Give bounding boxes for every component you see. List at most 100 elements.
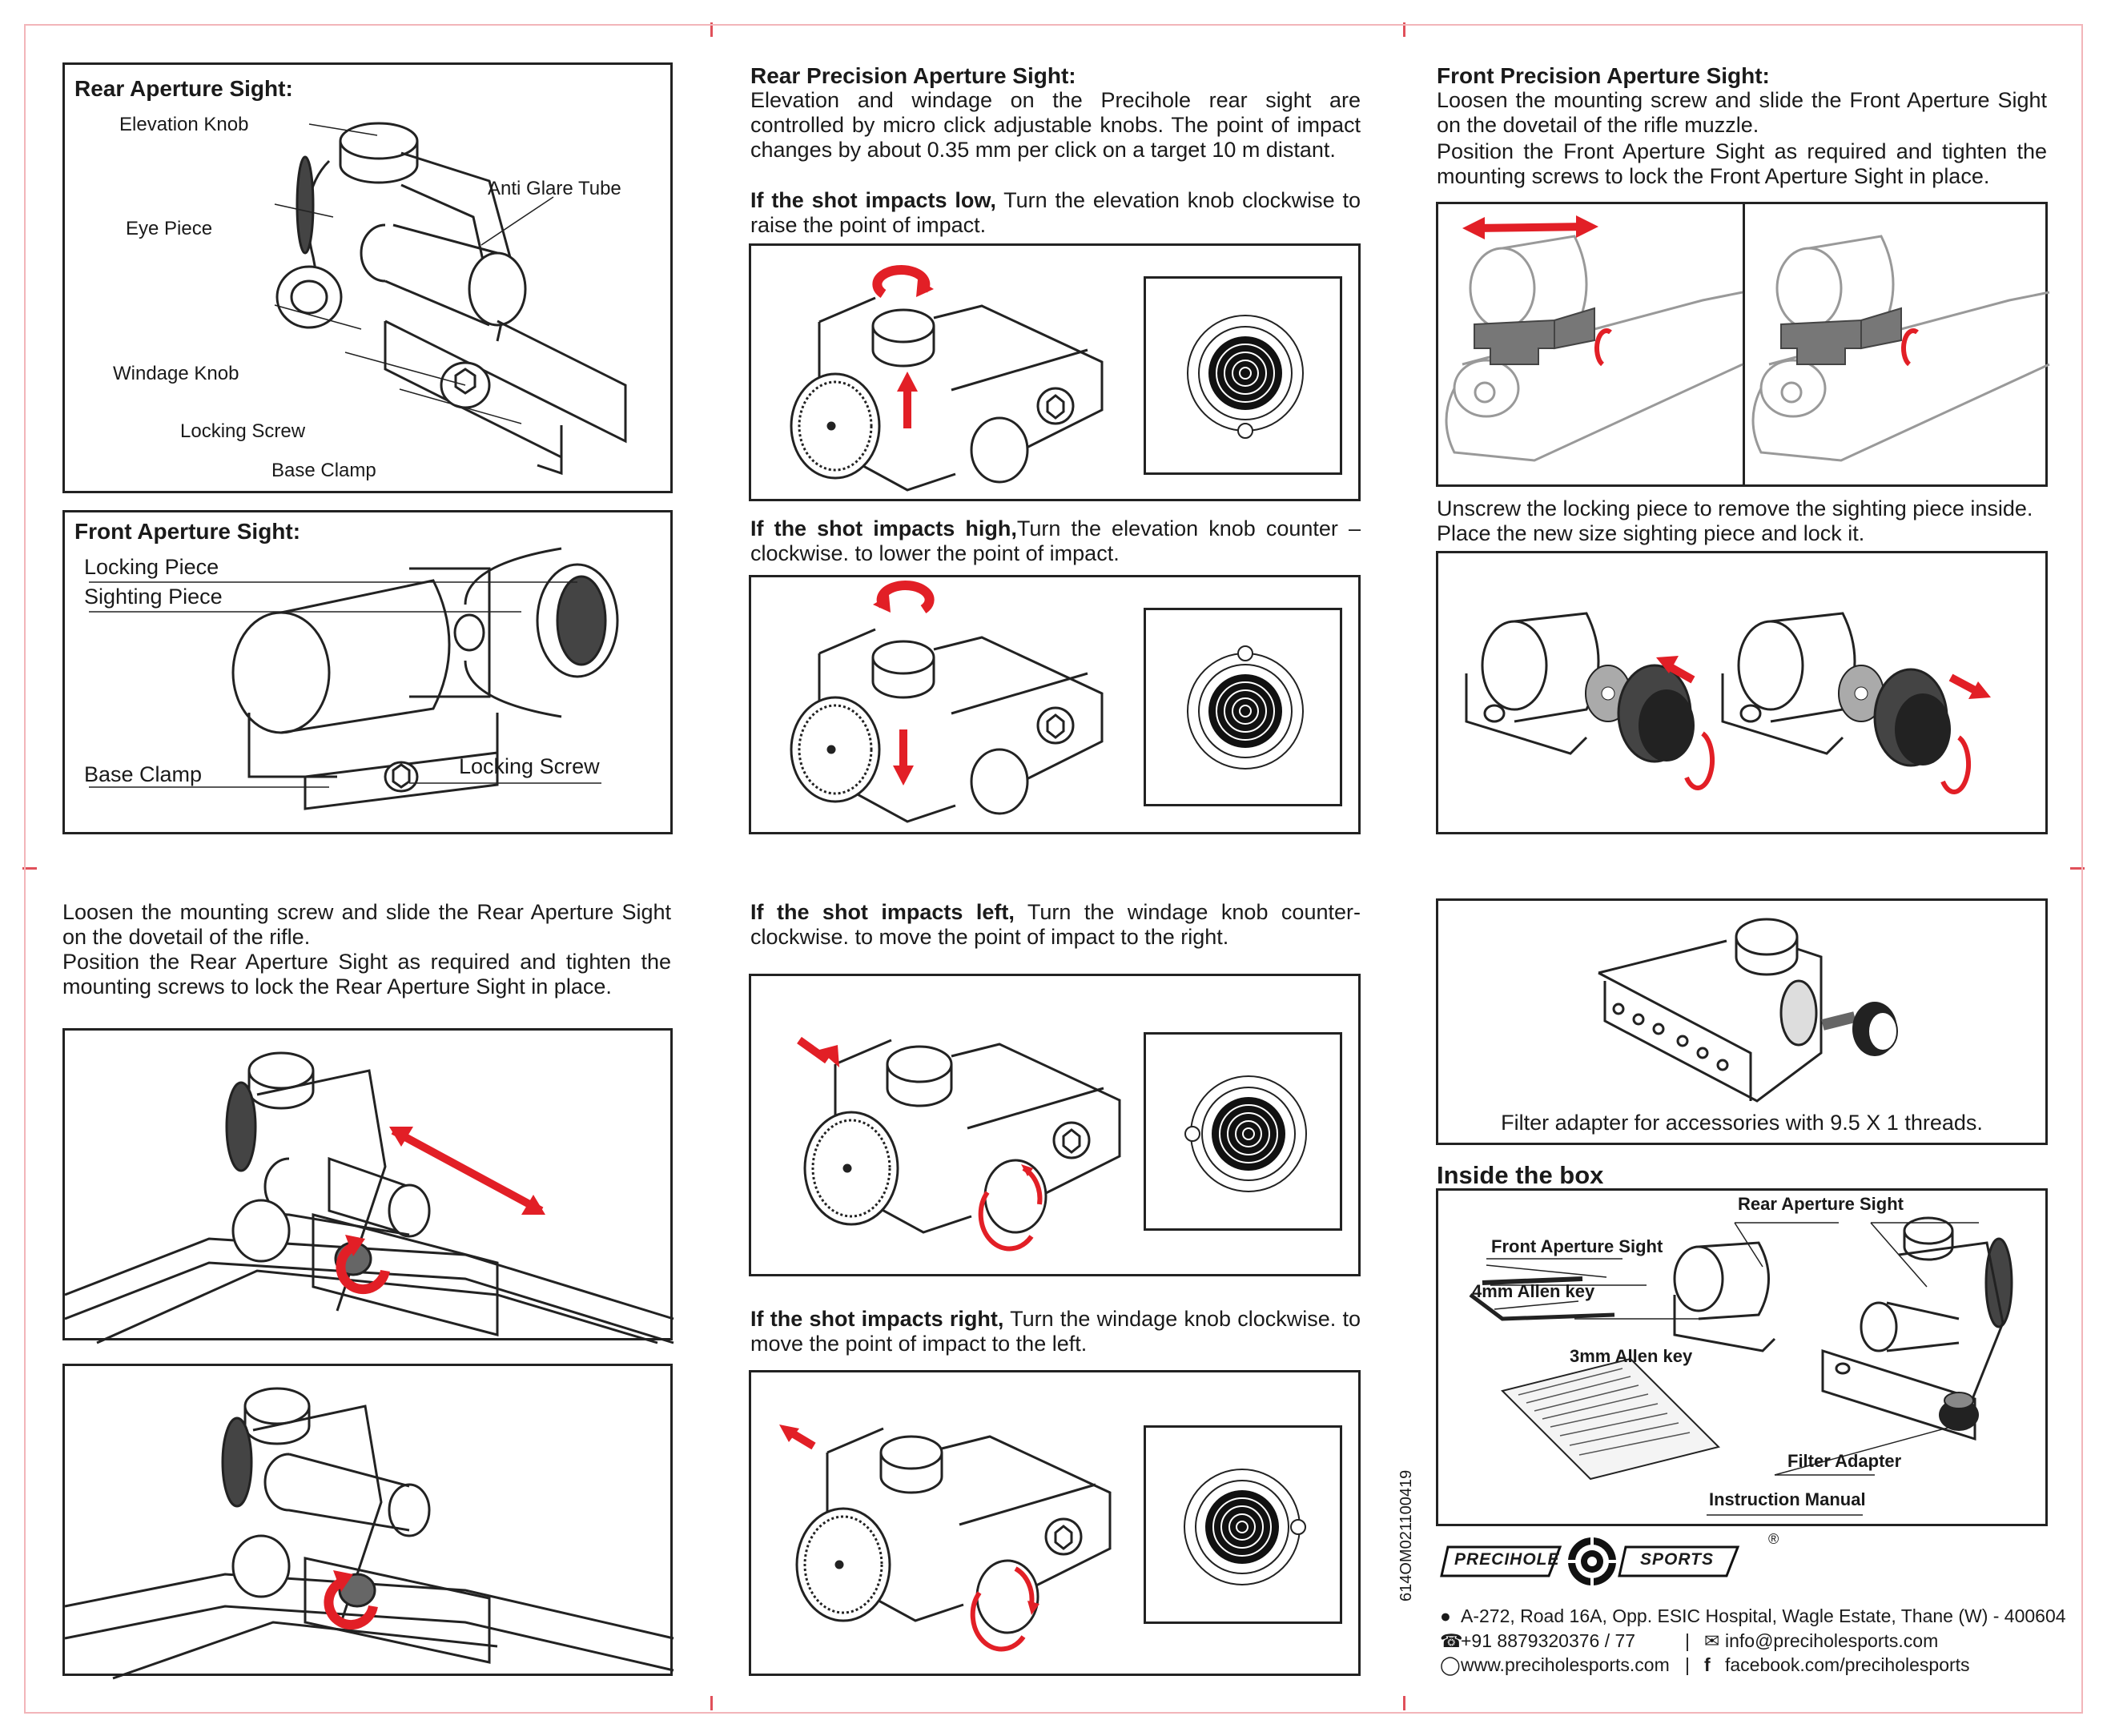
brand-name-left: PRECIHOLE: [1454, 1550, 1560, 1569]
label-sighting-piece: Sighting Piece: [84, 585, 223, 609]
left-figure: [749, 974, 1361, 1276]
phone-line: ☎+91 8879320376 / 77 | ✉info@preciholespor…: [1440, 1630, 1938, 1652]
left-instruction-bold: If the shot impacts left,: [750, 900, 1015, 924]
high-figure: [749, 575, 1361, 834]
email-icon: ✉: [1704, 1630, 1720, 1651]
front-precision-p2: Position the Front Aperture Sight as req…: [1437, 139, 2047, 188]
low-instruction-bold: If the shot impacts low,: [750, 188, 996, 212]
high-instruction: If the shot impacts high,Turn the elevat…: [750, 516, 1361, 566]
web-line: ◯www.preciholesports.com | f facebook.com/p…: [1440, 1654, 1970, 1676]
low-sight-drawing: [790, 265, 1104, 492]
label-locking-screw-front: Locking Screw: [459, 754, 600, 778]
globe-icon: ◯: [1440, 1654, 1461, 1675]
label-windage-knob: Windage Knob: [113, 363, 239, 384]
right-target-rings: [1184, 1469, 1306, 1585]
separator: |: [1685, 1630, 1690, 1651]
high-sight-drawing: [790, 581, 1104, 823]
high-target-rings: [1187, 645, 1304, 770]
right-sight-drawing: [779, 1425, 1112, 1652]
location-icon: ●: [1440, 1605, 1451, 1626]
email-link[interactable]: info@preciholesports.com: [1725, 1630, 1939, 1651]
inside-box-figure: Rear Aperture Sight Front Aperture Sight…: [1436, 1188, 2048, 1526]
low-figure: [749, 243, 1361, 501]
left-target-rings: [1184, 1075, 1307, 1192]
fold-mark-mid-left: [22, 867, 37, 870]
label-anti-glare-tube: Anti Glare Tube: [488, 178, 621, 199]
filter-drawing: [1598, 918, 1898, 1103]
fold-mark-top-left: [710, 22, 713, 37]
box-label-4mm: 4mm Allen key: [1472, 1281, 1595, 1301]
fold-mark-bottom-left: [710, 1696, 713, 1710]
rear-aperture-title: Rear Aperture Sight:: [74, 76, 293, 101]
rear-aperture-panel: Rear Aperture Sight:: [62, 62, 673, 493]
fold-mark-top-right: [1403, 22, 1405, 37]
rear-mount-figure-2: [62, 1364, 674, 1680]
label-locking-screw: Locking Screw: [180, 420, 306, 442]
filter-caption: Filter adapter for accessories with 9.5 …: [1501, 1111, 1983, 1135]
front-slide-drawing-2: [1751, 235, 2050, 462]
box-label-rear: Rear Aperture Sight: [1738, 1194, 1904, 1214]
left-instruction: If the shot impacts left, Turn the winda…: [750, 900, 1361, 950]
rear-precision-title: Rear Precision Aperture Sight:: [750, 63, 1076, 88]
left-instruction-text: Turn the windage knob counter-clockwise.…: [750, 900, 1361, 949]
rear-mount-figure-1: [62, 1028, 674, 1344]
phone-icon: ☎: [1440, 1630, 1463, 1651]
web-link[interactable]: www.preciholesports.com: [1461, 1654, 1670, 1675]
label-base-clamp-front: Base Clamp: [84, 762, 203, 786]
low-instruction: If the shot impacts low, Turn the elevat…: [750, 188, 1361, 238]
right-instruction: If the shot impacts right, Turn the wind…: [750, 1307, 1361, 1356]
address-text: A-272, Road 16A, Opp. ESIC Hospital, Wag…: [1461, 1605, 2066, 1626]
box-label-front: Front Aperture Sight: [1491, 1236, 1663, 1256]
low-target-rings: [1187, 315, 1304, 439]
high-instruction-bold: If the shot impacts high,: [750, 516, 1017, 540]
rear-aperture-drawing: [274, 122, 627, 476]
label-base-clamp: Base Clamp: [271, 460, 376, 481]
high-instruction-text: Turn the elevation knob counter – clockw…: [750, 516, 1361, 565]
rear-precision-intro: Elevation and windage on the Precihole r…: [750, 88, 1361, 162]
brand-logo: PRECIHOLE SPORTS ®: [1440, 1531, 1784, 1589]
right-instruction-text: Turn the windage knob clockwise. to move…: [750, 1307, 1361, 1356]
facebook-icon: f: [1704, 1654, 1711, 1675]
front-precision-title: Front Precision Aperture Sight:: [1437, 63, 1770, 88]
product-code: 614OM021100419: [1397, 1469, 1415, 1601]
separator-2: |: [1685, 1654, 1690, 1675]
unscrew-figure: [1436, 551, 2048, 834]
right-instruction-bold: If the shot impacts right,: [750, 1307, 1004, 1331]
front-slide-drawing-1: [1445, 215, 1743, 462]
inside-box-drawing: [1469, 1216, 2013, 1516]
front-aperture-panel: Front Aperture Sight: Locking Piece Sigh…: [62, 510, 673, 834]
brand-logo-frame: [1440, 1534, 1740, 1589]
phone-text: +91 8879320376 / 77: [1461, 1630, 1636, 1651]
fold-mark-bottom-right: [1403, 1696, 1405, 1710]
unscrew-drawing: [1465, 612, 1991, 794]
facebook-link[interactable]: facebook.com/preciholesports: [1725, 1654, 1970, 1675]
brand-registered-mark: ®: [1768, 1531, 1779, 1547]
page-border: [24, 24, 2083, 1714]
left-sight-drawing: [797, 1036, 1121, 1252]
label-elevation-knob: Elevation Knob: [119, 114, 249, 135]
inside-box-title: Inside the box: [1437, 1161, 1604, 1189]
low-instruction-text: Turn the elevation knob clockwise to rai…: [750, 188, 1361, 237]
front-slide-divider: [1743, 204, 1745, 484]
right-figure: [749, 1370, 1361, 1676]
label-locking-piece: Locking Piece: [84, 555, 219, 579]
filter-figure: Filter adapter for accessories with 9.5 …: [1436, 898, 2048, 1145]
front-precision-p1: Loosen the mounting screw and slide the …: [1437, 88, 2047, 137]
rear-mount-drawing-2: [64, 1387, 674, 1680]
front-aperture-title: Front Aperture Sight:: [74, 519, 301, 544]
rear-mount-p2: Position the Rear Aperture Sight as requ…: [62, 950, 671, 999]
low-target: [1144, 276, 1342, 475]
fold-mark-mid-right: [2070, 867, 2085, 870]
front-aperture-drawing: [89, 547, 619, 810]
right-target: [1144, 1425, 1342, 1624]
box-label-manual: Instruction Manual: [1709, 1489, 1866, 1509]
box-label-3mm: 3mm Allen key: [1570, 1346, 1693, 1366]
front-slide-figure: [1436, 202, 2050, 487]
rear-mount-drawing-1: [64, 1051, 674, 1344]
rear-mount-p1: Loosen the mounting screw and slide the …: [62, 900, 671, 949]
label-eye-piece: Eye Piece: [126, 218, 213, 239]
high-target: [1144, 608, 1342, 806]
box-label-filter: Filter Adapter: [1787, 1451, 1902, 1471]
left-target: [1144, 1032, 1342, 1231]
address-line: ● A-272, Road 16A, Opp. ESIC Hospital, Wa…: [1440, 1605, 2066, 1627]
